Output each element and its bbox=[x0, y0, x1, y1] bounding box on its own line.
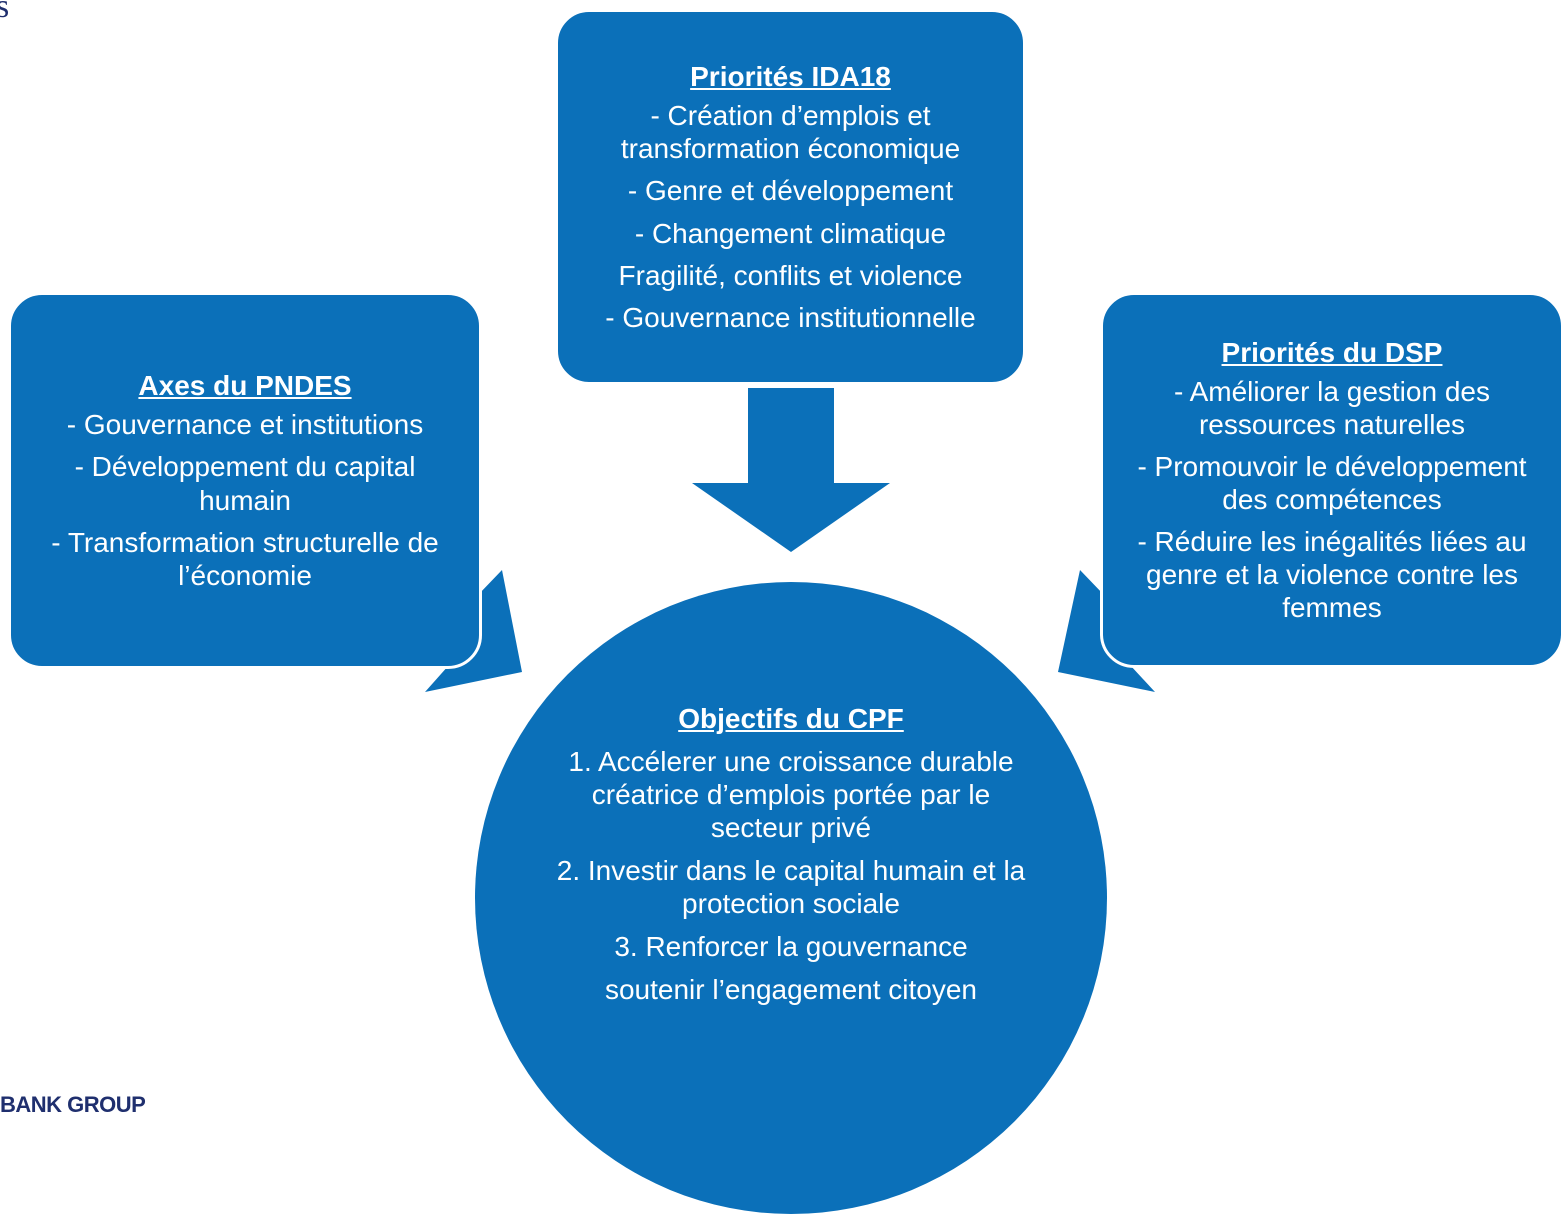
cpf-objectives-circle: Objectifs du CPF 1. Accélerer une croiss… bbox=[475, 582, 1107, 1214]
cpf-item: 1. Accélerer une croissance durable créa… bbox=[568, 746, 1014, 844]
dsp-item: - Promouvoir le développement des compét… bbox=[1137, 450, 1527, 515]
pndes-item: - Gouvernance et institutions bbox=[66, 409, 424, 441]
arrow-down-icon bbox=[692, 388, 890, 552]
ida18-priorities-box: Priorités IDA18 - Création d’emplois et … bbox=[555, 9, 1026, 385]
pndes-axes-box: Axes du PNDES - Gouvernance et instituti… bbox=[8, 292, 482, 669]
ida18-item: Fragilité, conflits et violence bbox=[618, 259, 963, 291]
dsp-priorities-box: Priorités du DSP - Améliorer la gestion … bbox=[1100, 292, 1561, 668]
dsp-item: - Réduire les inégalités liées au genre … bbox=[1137, 526, 1527, 624]
pndes-item: - Développement du capital humain bbox=[74, 451, 416, 516]
cpf-item: soutenir l’engagement citoyen bbox=[604, 974, 977, 1006]
pndes-item: - Transformation structurelle de l’écono… bbox=[51, 526, 439, 591]
ida18-item: - Changement climatique bbox=[634, 217, 947, 249]
cpf-item: 3. Renforcer la gouvernance bbox=[614, 931, 968, 963]
corner-text-fragment: s bbox=[0, 0, 10, 25]
dsp-title: Priorités du DSP bbox=[1221, 336, 1443, 368]
ida18-title: Priorités IDA18 bbox=[690, 61, 891, 93]
ida18-item: - Gouvernance institutionnelle bbox=[605, 301, 976, 333]
ida18-item: - Création d’emplois et transformation é… bbox=[620, 100, 961, 165]
cpf-item: 2. Investir dans le capital humain et la… bbox=[556, 855, 1026, 920]
ida18-item: - Genre et développement bbox=[627, 175, 954, 207]
pndes-title: Axes du PNDES bbox=[138, 370, 352, 402]
cpf-title: Objectifs du CPF bbox=[678, 703, 904, 734]
dsp-item: - Améliorer la gestion des ressources na… bbox=[1174, 375, 1490, 440]
bank-group-logo: BANK GROUP bbox=[0, 1092, 146, 1117]
